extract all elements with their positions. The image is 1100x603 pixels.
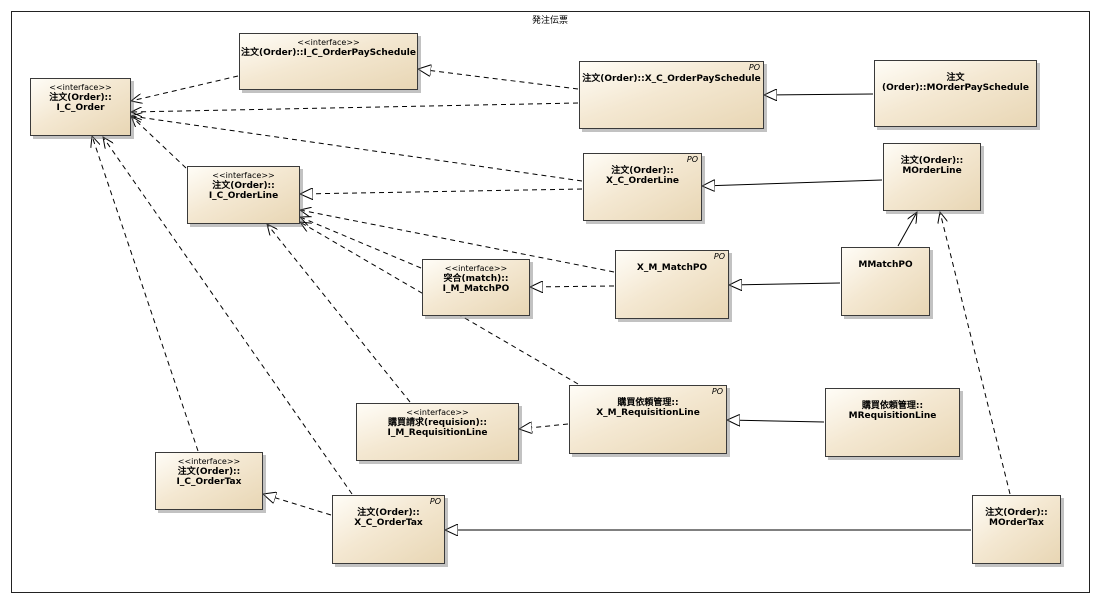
class-name-line1: 注文(Order):: [357, 508, 420, 518]
class-box-i-c-orderpayschedule[interactable]: <<interface>>注文(Order)::I_C_OrderPaySche… [239, 33, 418, 90]
class-name-line2: I_M_RequisitionLine [387, 428, 488, 438]
class-name-line1: 注文(Order):: [177, 467, 241, 477]
po-tag: PO [686, 155, 698, 164]
class-box-morderline[interactable]: 注文(Order)::MOrderLine [883, 143, 981, 211]
class-name-line2: X_M_RequisitionLine [596, 408, 700, 418]
class-name-line2: X_C_OrderTax [354, 518, 423, 528]
class-name-line1: 注文(Order)::MOrderPaySchedule [882, 73, 1029, 93]
class-name-line1: 購買依頼管理:: [861, 401, 924, 411]
realization-connector-x-c-ordertax-to-i-c-ordertax[interactable] [263, 494, 332, 516]
class-name-line1: X_M_MatchPO [636, 263, 708, 273]
stereotype-label: <<interface>> [212, 171, 275, 180]
class-box-i-c-orderline[interactable]: <<interface>>注文(Order)::I_C_OrderLine [187, 166, 300, 224]
generalization-connector-morderline-to-x-c-orderline[interactable] [702, 179, 883, 186]
generalization-connector-mmatchpo-to-x-m-matchpo[interactable] [729, 283, 841, 285]
realization-connector-x-c-orderline-to-i-c-orderline[interactable] [300, 189, 583, 194]
dependency-connector-x-c-ordertax-to-i-c-order[interactable] [103, 137, 353, 495]
class-box-i-c-ordertax[interactable]: <<interface>>注文(Order)::I_C_OrderTax [155, 452, 263, 510]
generalization-connector-mrequisitionline-to-x-m-requisitionline[interactable] [727, 420, 825, 422]
class-name-line1: 注文(Order)::I_C_OrderPaySchedule [241, 48, 416, 58]
class-name-line1: 注文(Order)::X_C_OrderPaySchedule [582, 74, 761, 84]
stereotype-label: <<interface>> [177, 457, 241, 466]
class-name-line2: I_C_OrderLine [208, 191, 279, 201]
class-name-line1: 購買依頼管理:: [617, 398, 679, 408]
class-name-line1: 注文(Order):: [49, 93, 112, 103]
realization-connector-x-m-requisitionline-to-i-m-requisitionline[interactable] [519, 424, 569, 429]
class-box-x-m-requisitionline[interactable]: 購買依頼管理::X_M_RequisitionLine PO [569, 385, 727, 454]
diagram-title: 発注伝票 [531, 16, 568, 26]
class-name-line2: I_M_MatchPO [442, 284, 510, 294]
class-name-line2: X_C_OrderLine [606, 176, 679, 186]
class-box-mrequisitionline[interactable]: 購買依頼管理::MRequisitionLine [825, 388, 960, 457]
stereotype-label: <<interface>> [297, 38, 360, 47]
class-name-line2: MOrderTax [989, 518, 1044, 528]
dependency-connector-i-c-ordertax-to-i-c-order[interactable] [92, 136, 199, 452]
class-box-x-m-matchpo[interactable]: X_M_MatchPO PO [615, 250, 729, 319]
class-box-i-c-order[interactable]: <<interface>>注文(Order)::I_C_Order [30, 78, 131, 136]
diagram-frame [11, 11, 1090, 593]
dependency-connector-i-c-orderpayschedule-to-i-c-order[interactable] [131, 75, 239, 101]
class-box-i-m-requisitionline[interactable]: <<interface>>購買請求(requision)::I_M_Requis… [356, 403, 519, 461]
stereotype-label: <<interface>> [406, 408, 469, 417]
class-name-line1: 注文(Order):: [212, 181, 275, 191]
class-box-x-c-orderpayschedule[interactable]: 注文(Order)::X_C_OrderPaySchedule PO [579, 61, 764, 129]
dependency-connector-i-m-requisitionline-to-i-c-orderline[interactable] [267, 224, 411, 403]
po-tag: PO [429, 497, 441, 506]
stereotype-label: <<interface>> [49, 83, 112, 92]
dependency-connector-i-m-matchpo-to-i-c-orderline[interactable] [300, 217, 422, 269]
class-name-line1: 注文(Order):: [611, 166, 674, 176]
class-box-i-m-matchpo[interactable]: <<interface>>突合(match)::I_M_MatchPO [422, 259, 530, 316]
realization-connector-x-m-matchpo-to-i-m-matchpo[interactable] [530, 286, 615, 287]
class-name-line2: I_C_OrderTax [176, 477, 242, 487]
realization-connector-x-c-orderpayschedule-to-i-c-orderpayschedule[interactable] [418, 69, 579, 90]
class-box-x-c-orderline[interactable]: 注文(Order)::X_C_OrderLine PO [583, 153, 702, 221]
class-name-line1: 注文(Order):: [900, 156, 964, 166]
class-name-line1: 注文(Order):: [985, 508, 1048, 518]
class-box-mmatchpo[interactable]: MMatchPO [841, 247, 930, 316]
association-connector-mmatchpo-to-morderline[interactable] [897, 212, 917, 247]
class-box-morderpayschedule[interactable]: 注文(Order)::MOrderPaySchedule [874, 60, 1037, 127]
dependency-connector-x-c-orderline-to-i-c-order[interactable] [131, 116, 583, 182]
class-name-line2: MOrderLine [902, 166, 962, 176]
class-name-line2: MRequisitionLine [848, 411, 937, 421]
dependency-connector-mordertax-to-morderline[interactable] [940, 212, 1011, 495]
generalization-connector-morderpayschedule-to-x-c-orderpayschedule[interactable] [764, 94, 874, 95]
po-tag: PO [711, 387, 723, 396]
class-box-mordertax[interactable]: 注文(Order)::MOrderTax [972, 495, 1061, 564]
class-box-x-c-ordertax[interactable]: 注文(Order)::X_C_OrderTax PO [332, 495, 445, 564]
class-name-line1: 購買請求(requision):: [388, 418, 487, 428]
po-tag: PO [748, 63, 760, 72]
class-name-line2: I_C_Order [56, 103, 105, 113]
class-name-line1: MMatchPO [858, 260, 913, 270]
po-tag: PO [713, 252, 725, 261]
dependency-connector-x-c-orderpayschedule-to-i-c-order[interactable] [131, 102, 579, 112]
class-name-line1: 突合(match):: [443, 274, 509, 284]
stereotype-label: <<interface>> [444, 264, 508, 273]
dependency-connector-i-c-orderline-to-i-c-order[interactable] [131, 116, 187, 169]
